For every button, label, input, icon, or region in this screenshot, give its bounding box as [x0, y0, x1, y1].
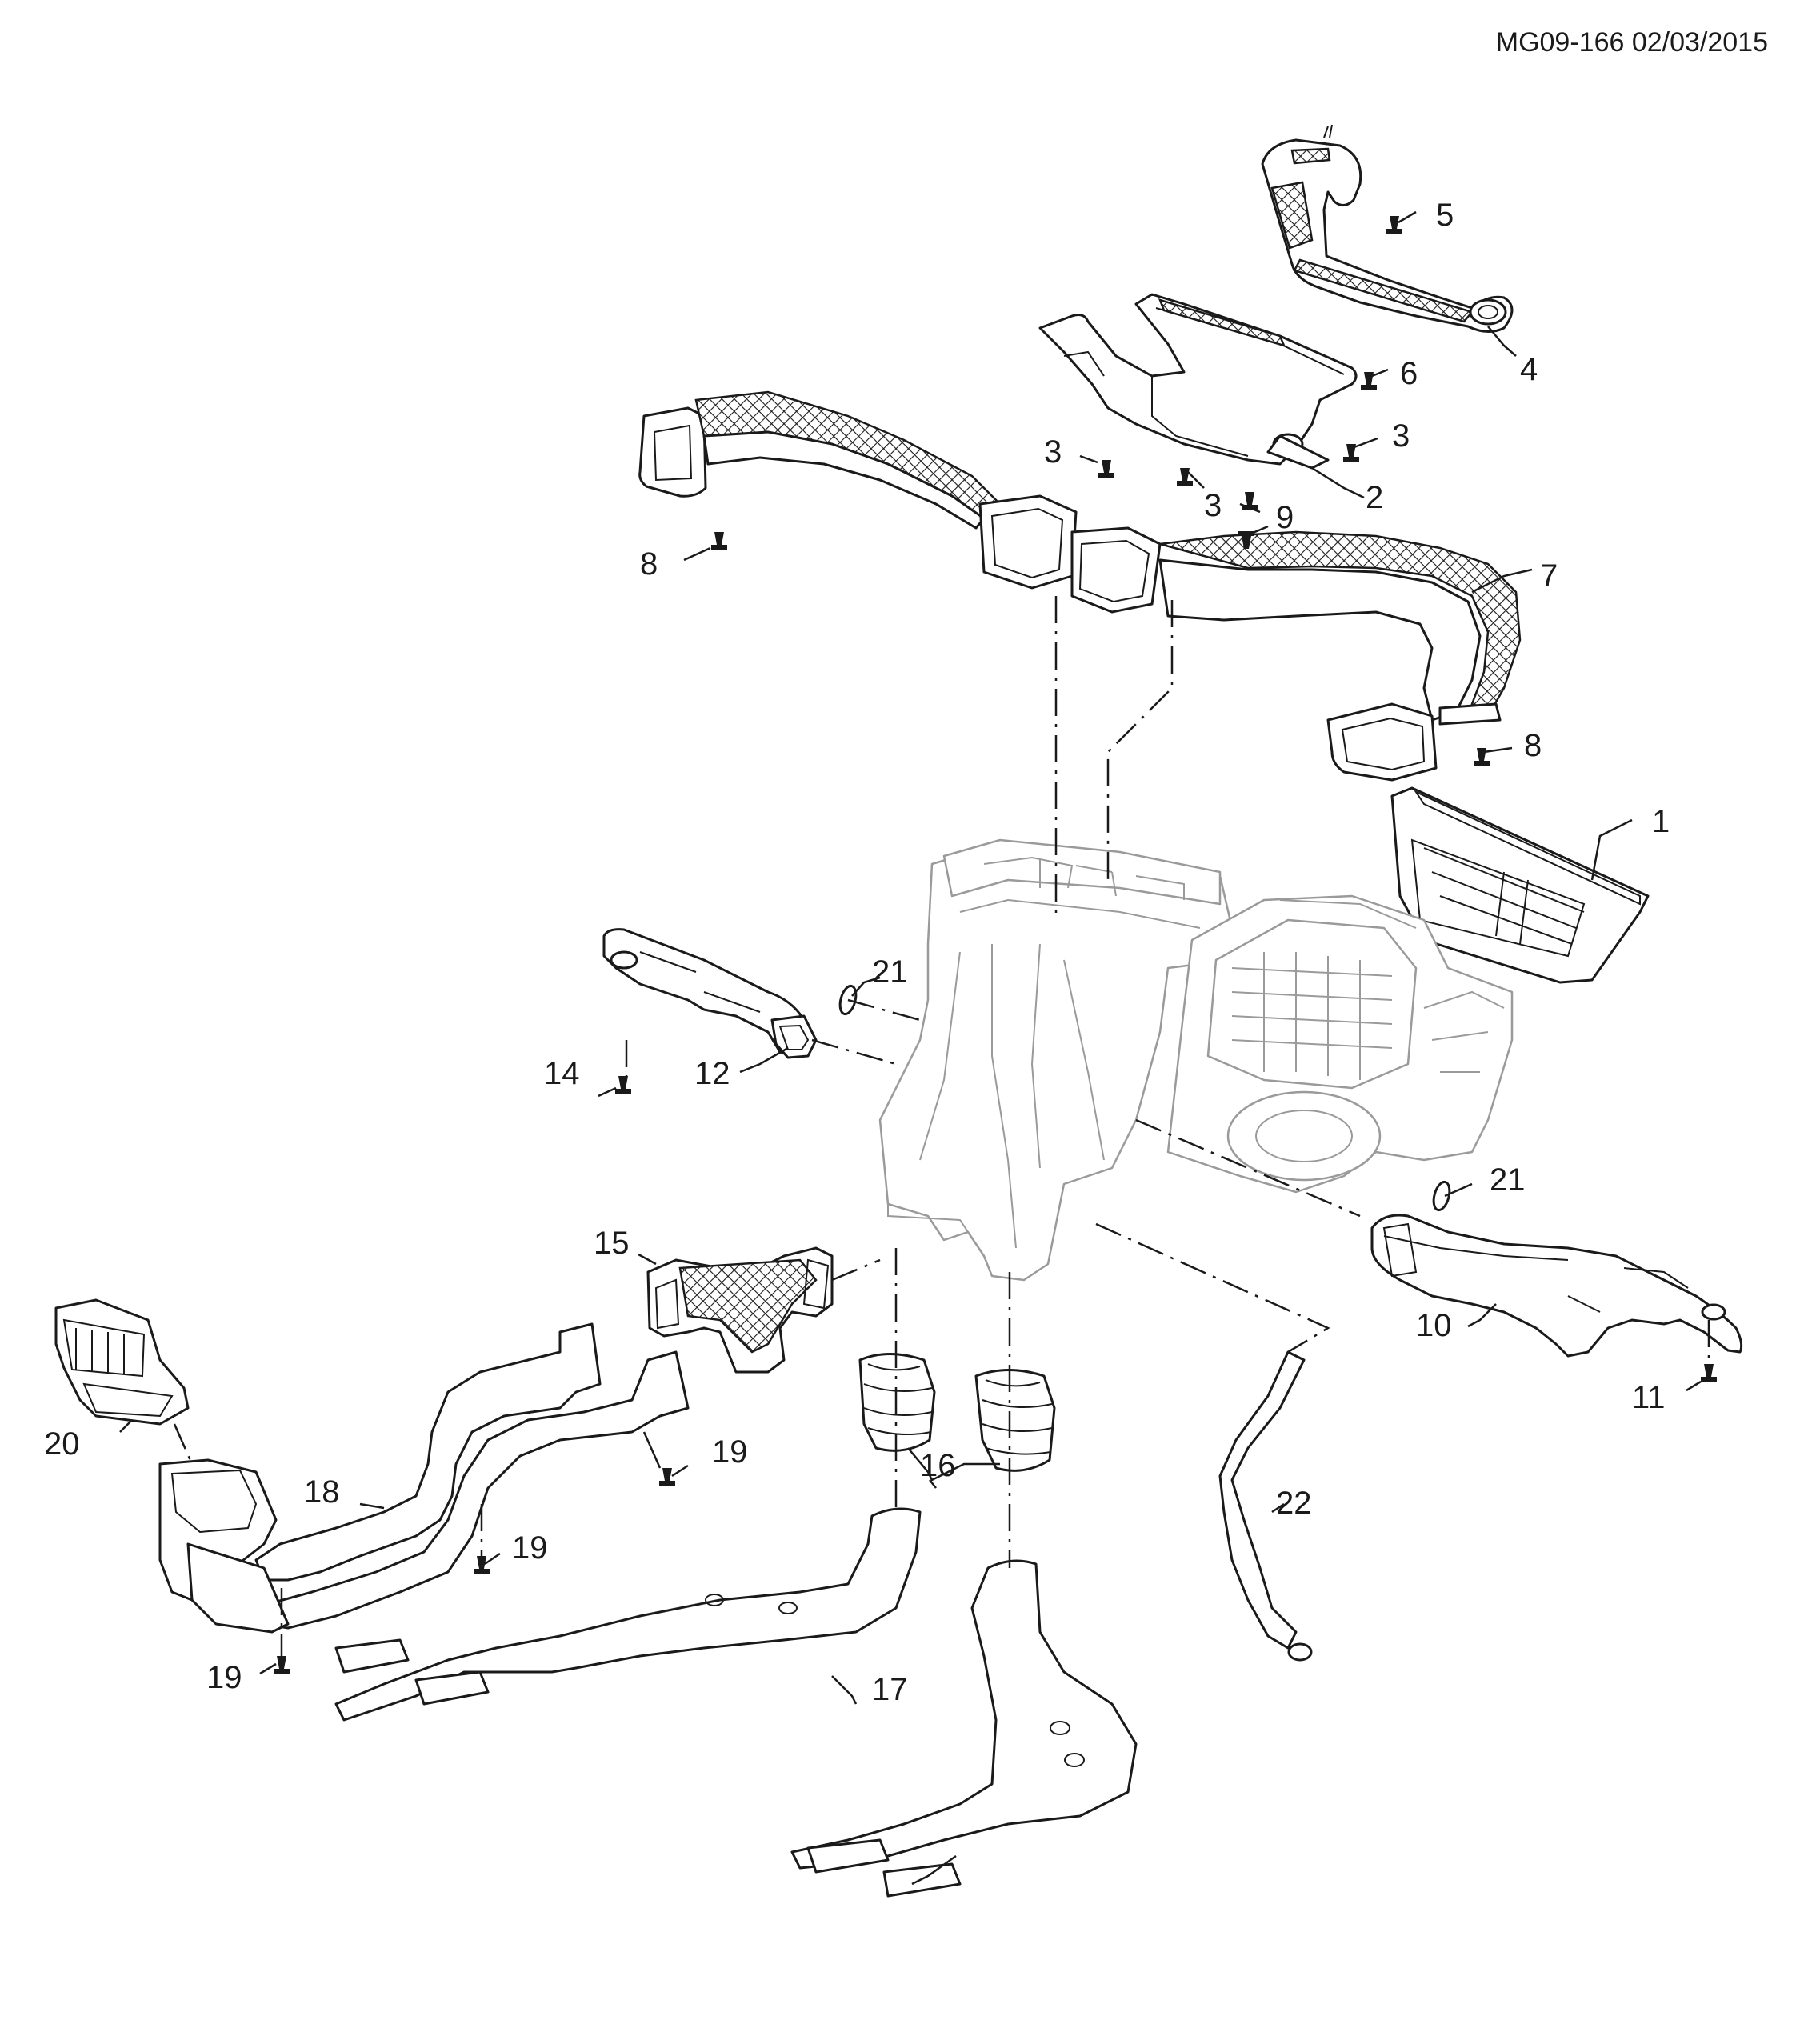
part-20-rear-vent-outlet	[54, 1298, 190, 1426]
part-17-floor-air-duct	[334, 1507, 1138, 1898]
callout-21-lower: 21	[1490, 1162, 1526, 1198]
callout-15: 15	[594, 1226, 630, 1261]
callout-5: 5	[1436, 198, 1454, 233]
part-18-rear-air-duct	[158, 1322, 690, 1634]
part-16-duct-seal-boots	[858, 1353, 1056, 1472]
callout-12: 12	[694, 1056, 730, 1091]
callout-19-lower: 19	[206, 1660, 242, 1695]
part-4-side-window-defroster-duct	[1261, 124, 1514, 333]
callout-6: 6	[1400, 356, 1418, 391]
assembly-guide-lines	[173, 596, 1710, 1656]
callout-labels: 1 2 3 3 3 4 5 6 7 8 8 9 10 11 12 14 15 1…	[44, 198, 1670, 1707]
callout-18: 18	[304, 1474, 340, 1510]
hvac-module-assembly	[878, 838, 1514, 1282]
callout-4: 4	[1520, 352, 1538, 387]
callout-10: 10	[1416, 1308, 1452, 1343]
part-15-air-duct-connector	[646, 1246, 834, 1374]
callout-2: 2	[1366, 480, 1383, 515]
part-22-drain-hose	[1218, 1350, 1313, 1662]
part-2-defroster-duct-center	[1038, 293, 1358, 470]
part-1-vent-outlet	[1390, 786, 1650, 984]
document-reference: MG09-166 02/03/2015	[1496, 27, 1768, 58]
callout-16: 16	[920, 1448, 956, 1483]
callout-9: 9	[1276, 500, 1294, 535]
callout-7: 7	[1540, 558, 1558, 594]
part-12-air-duct-left	[602, 928, 818, 1059]
callout-21-upper: 21	[872, 954, 908, 990]
callout-17: 17	[872, 1672, 908, 1707]
callout-14: 14	[544, 1056, 580, 1091]
callout-11: 11	[1632, 1380, 1666, 1415]
callout-19-upper: 19	[712, 1434, 748, 1470]
fastener-screws	[274, 216, 1717, 1674]
callout-20: 20	[44, 1426, 80, 1462]
callout-8-left: 8	[640, 546, 658, 582]
callout-leader-lines	[119, 210, 1702, 1886]
callout-22: 22	[1276, 1486, 1312, 1521]
callout-3-left: 3	[1044, 434, 1062, 470]
part-7-instrument-panel-air-duct	[638, 390, 1522, 782]
callout-3-right: 3	[1392, 418, 1410, 454]
callout-3-center: 3	[1204, 488, 1222, 523]
callout-19-middle: 19	[512, 1530, 548, 1566]
callout-8-right: 8	[1524, 728, 1542, 763]
callout-1: 1	[1652, 804, 1670, 839]
part-10-air-duct-right	[1370, 1214, 1743, 1358]
